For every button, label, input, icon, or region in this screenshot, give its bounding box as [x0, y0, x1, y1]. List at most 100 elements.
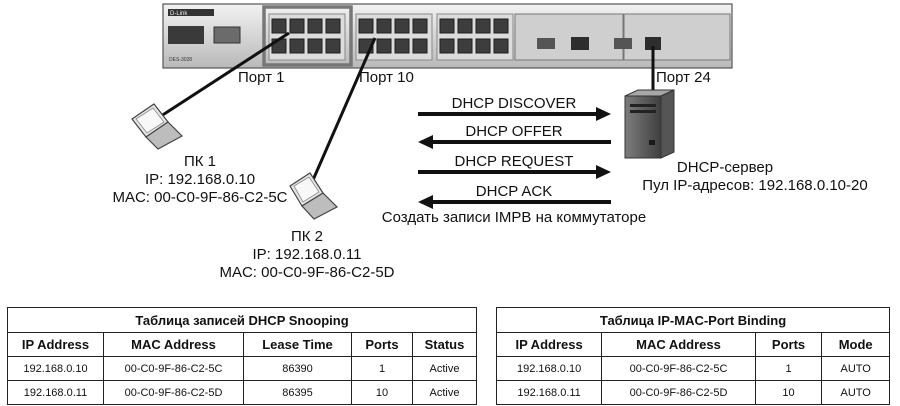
ethernet-port-icon: [457, 38, 473, 54]
port10-label: Порт 10: [359, 69, 414, 86]
table-cell: Active: [412, 356, 477, 381]
selected-ports-highlight: [262, 5, 353, 67]
switch-brand: D-Link: [170, 11, 188, 17]
table-cell: 00-C0-9F-86-C2-5D: [601, 380, 756, 405]
switch-console-panel: [168, 26, 204, 44]
pc1-ip: IP: 192.168.0.10: [144, 171, 256, 188]
table-cell: AUTO: [821, 380, 890, 405]
table-row: 192.168.0.11 00-C0-9F-86-C2-5D 86395 10 …: [7, 380, 477, 405]
arrow-request: [418, 165, 611, 179]
laptop-icon: [131, 103, 183, 150]
ethernet-port-icon: [376, 38, 392, 54]
pc2-name: ПК 2: [290, 228, 324, 245]
server-pool: Пул IP-адресов: 192.168.0.10-20: [642, 177, 868, 194]
table-cell: 192.168.0.11: [495, 380, 603, 405]
message-ack: DHCP ACK: [475, 183, 553, 200]
ethernet-port-icon: [493, 18, 509, 34]
column-header: Status: [412, 332, 477, 357]
table-row: 192.168.0.11 00-C0-9F-86-C2-5D 10 AUTO: [495, 380, 890, 405]
message-discover: DHCP DISCOVER: [451, 95, 577, 112]
pc2-mac: MAC: 00-C0-9F-86-C2-5D: [219, 264, 395, 281]
impb-note: Создать записи IMPB на коммутаторе: [381, 209, 647, 226]
ethernet-port-icon: [325, 18, 341, 34]
switch-model: DES-3028: [169, 57, 192, 63]
table-header-row: IP Address MAC Address Ports Mode: [495, 332, 890, 357]
table-cell: 192.168.0.11: [7, 380, 104, 405]
cable-pc1-port1: [157, 31, 290, 120]
pc2-ip: IP: 192.168.0.11: [252, 246, 362, 263]
ethernet-port-icon: [412, 18, 428, 34]
table-cell: 192.168.0.10: [7, 356, 104, 381]
ethernet-port-icon: [493, 38, 509, 54]
impb-table: Таблица IP-MAC-Port Binding IP Address M…: [495, 307, 890, 405]
table-header-row: IP Address MAC Address Lease Time Ports …: [7, 332, 477, 357]
combo-module-right: [623, 13, 731, 61]
table-cell: 00-C0-9F-86-C2-5C: [103, 356, 244, 381]
dhcp-snooping-table: Таблица записей DHCP Snooping IP Address…: [7, 307, 477, 405]
combo-port-21-icon: [537, 38, 555, 49]
ethernet-port-icon: [358, 18, 374, 34]
table-cell: 192.168.0.10: [495, 356, 603, 381]
table-cell: AUTO: [821, 356, 890, 381]
column-header: Ports: [754, 332, 823, 357]
column-header: Lease Time: [243, 332, 352, 357]
snooping-table-title: Таблица записей DHCP Snooping: [7, 307, 477, 333]
switch: D-Link DES-3028: [162, 3, 733, 69]
ethernet-port-icon: [307, 38, 323, 54]
connection-lines: [157, 31, 655, 181]
combo-module-left: [514, 13, 624, 61]
ethernet-port-icon: [307, 18, 323, 34]
ethernet-port-icon: [475, 38, 491, 54]
column-header: IP Address: [495, 332, 603, 357]
message-request: DHCP REQUEST: [454, 153, 574, 170]
combo-port-24-icon: [645, 37, 661, 50]
table-row: 192.168.0.10 00-C0-9F-86-C2-5C 86390 1 A…: [7, 356, 477, 381]
port1-label: Порт 1: [238, 69, 285, 86]
message-arrows: [418, 107, 611, 209]
ethernet-port-icon: [289, 18, 305, 34]
table-cell: 10: [754, 380, 823, 405]
cable-pc2-port10: [311, 37, 377, 181]
combo-port-22-icon: [571, 37, 589, 50]
impb-table-title: Таблица IP-MAC-Port Binding: [496, 307, 890, 333]
pc1-name: ПК 1: [183, 153, 217, 170]
ethernet-port-icon: [394, 18, 410, 34]
port24-label: Порт 24: [656, 69, 711, 86]
table-cell: 86395: [243, 380, 352, 405]
column-header: MAC Address: [103, 332, 244, 357]
arrow-ack: [418, 195, 611, 209]
table-cell: 1: [754, 356, 823, 381]
pc1-mac: MAC: 00-C0-9F-86-C2-5C: [112, 189, 288, 206]
console-port-icon: [213, 26, 241, 44]
message-offer: DHCP OFFER: [465, 123, 563, 140]
ethernet-port-icon: [475, 18, 491, 34]
ethernet-port-icon: [325, 38, 341, 54]
table-cell: 00-C0-9F-86-C2-5C: [601, 356, 756, 381]
ethernet-port-icon: [394, 38, 410, 54]
ethernet-port-icon: [289, 38, 305, 54]
column-header: MAC Address: [601, 332, 756, 357]
column-header: Ports: [351, 332, 413, 357]
ethernet-port-icon: [439, 38, 455, 54]
table-cell: 86390: [243, 356, 352, 381]
table-cell: 00-C0-9F-86-C2-5D: [103, 380, 244, 405]
ethernet-port-icon: [271, 18, 287, 34]
column-header: Mode: [821, 332, 890, 357]
table-row: 192.168.0.10 00-C0-9F-86-C2-5C 1 AUTO: [495, 356, 890, 381]
server-icon: [624, 89, 675, 159]
server-name: DHCP-сервер: [676, 159, 774, 176]
switch-brand-logo: [168, 9, 214, 16]
combo-port-23-icon: [614, 38, 632, 49]
arrow-discover: [418, 107, 611, 121]
port-grid: [268, 13, 514, 61]
ethernet-port-icon: [376, 18, 392, 34]
table-cell: 1: [351, 356, 413, 381]
table-cell: 10: [351, 380, 413, 405]
ethernet-port-icon: [457, 18, 473, 34]
laptop-icon: [289, 172, 339, 220]
ethernet-port-icon: [439, 18, 455, 34]
column-header: IP Address: [7, 332, 104, 357]
ethernet-port-icon: [412, 38, 428, 54]
arrow-offer: [418, 135, 611, 149]
